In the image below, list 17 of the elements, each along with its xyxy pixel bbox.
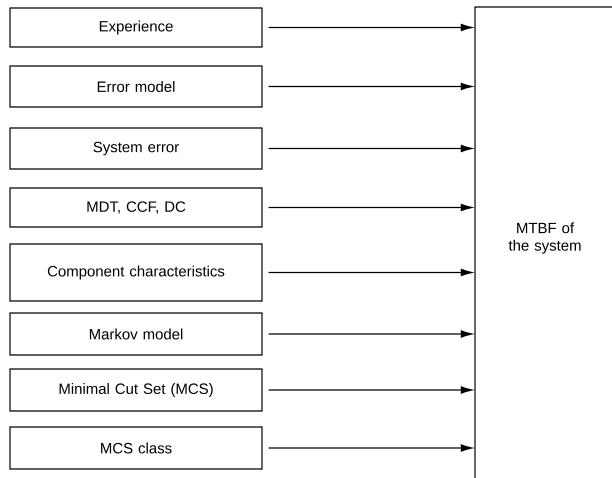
input-box: System error [9,127,263,170]
input-box: Component characteristics [9,243,263,302]
arrow [268,204,472,212]
arrow [268,386,472,394]
input-box: MCS class [9,426,263,470]
input-box: Minimal Cut Set (MCS) [9,368,263,412]
input-box: Markov model [9,312,263,356]
arrow [268,268,472,276]
input-box: MDT, CCF, DC [9,187,263,228]
arrow [268,24,472,32]
input-box: Error model [9,65,263,108]
arrow [268,330,472,338]
result-box: MTBF of the system [474,6,612,478]
arrow [268,444,472,452]
input-box: Experience [9,7,263,48]
arrow [268,144,472,152]
arrow [268,82,472,90]
